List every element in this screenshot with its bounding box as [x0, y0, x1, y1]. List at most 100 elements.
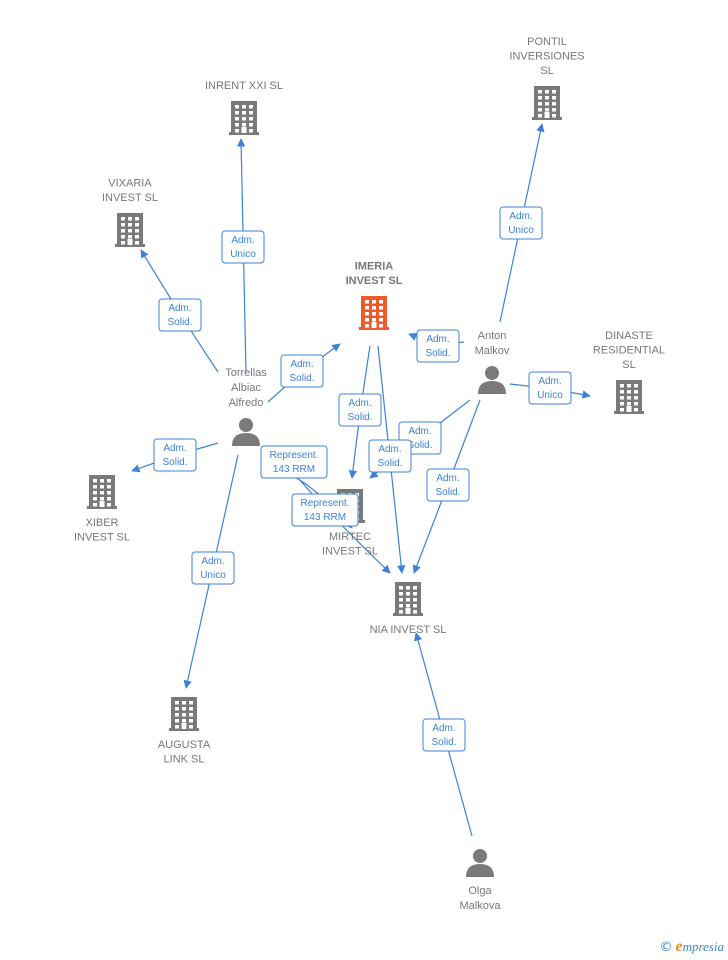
- building-window: [128, 217, 132, 221]
- node-label-pontil: PONTIL: [527, 36, 567, 48]
- building-icon: [115, 213, 145, 247]
- building-window: [182, 701, 186, 705]
- node-label-mirtec: INVEST SL: [322, 546, 378, 558]
- building-door: [181, 723, 187, 729]
- edge-label-box: [291, 493, 359, 527]
- building-window: [634, 384, 638, 388]
- building-window: [538, 114, 542, 118]
- building-window: [627, 396, 631, 400]
- building-window: [379, 306, 383, 310]
- node-label-dinaste: RESIDENTIAL: [593, 345, 665, 357]
- building-window: [175, 725, 179, 729]
- node-label-xiber: INVEST SL: [74, 532, 130, 544]
- edge-label-box: [416, 329, 460, 363]
- building-door: [405, 608, 411, 614]
- edge-label-anton-imeria[interactable]: Adm.Solid.: [416, 329, 460, 363]
- edge-label-anton-dinaste[interactable]: Adm.Unico: [528, 371, 572, 405]
- building-window: [182, 719, 186, 723]
- building-window: [242, 123, 246, 127]
- edge-label-box: [191, 551, 235, 585]
- building-window: [399, 586, 403, 590]
- building-window: [93, 497, 97, 501]
- copyright-icon: ©: [659, 940, 673, 955]
- edge-label-torrellas-xiber[interactable]: Adm.Solid.: [153, 438, 197, 472]
- building-window: [379, 300, 383, 304]
- empresia-logo[interactable]: ©empresia: [659, 938, 724, 956]
- person-icon: [466, 849, 494, 877]
- edge-label-text: Solid.: [431, 737, 456, 748]
- building-window: [135, 235, 139, 239]
- building-window: [175, 719, 179, 723]
- edge-label-torrellas-mirtec[interactable]: Represent.143 RRM: [260, 445, 328, 479]
- building-window: [634, 396, 638, 400]
- building-window: [135, 229, 139, 233]
- edge-label-text: Represent.: [301, 498, 350, 509]
- building-door: [241, 127, 247, 133]
- building-window: [372, 300, 376, 304]
- edge-label-box: [338, 393, 382, 427]
- building-window: [189, 719, 193, 723]
- building-window: [189, 725, 193, 729]
- edge-label-text: Solid.: [377, 458, 402, 469]
- building-door: [127, 239, 133, 245]
- building-window: [372, 318, 376, 322]
- edge-label-torrellas-vixaria[interactable]: Adm.Solid.: [158, 298, 202, 332]
- edge-label-box: [221, 230, 265, 264]
- edge-label-anton-pontil[interactable]: Adm.Unico: [499, 206, 543, 240]
- building-window: [128, 235, 132, 239]
- edge-label-imeria-mirtec[interactable]: Adm.Solid.: [338, 393, 382, 427]
- edge-label-torrellas-inrent[interactable]: Adm.Unico: [221, 230, 265, 264]
- edge-label-box: [280, 354, 324, 388]
- edge-label-box: [260, 445, 328, 479]
- building-window: [406, 586, 410, 590]
- building-window: [379, 324, 383, 328]
- building-window: [365, 300, 369, 304]
- building-window: [620, 402, 624, 406]
- building-window: [379, 318, 383, 322]
- edge-label-torrellas-nia[interactable]: Represent.143 RRM: [291, 493, 359, 527]
- building-icon: [169, 697, 199, 731]
- edge-label-olga-nia[interactable]: Adm.Solid.: [422, 718, 466, 752]
- node-label-pontil: SL: [540, 65, 553, 77]
- building-icon: [87, 475, 117, 509]
- building-window: [538, 90, 542, 94]
- edge-label-imeria-nia[interactable]: Adm.Solid.: [368, 439, 412, 473]
- person-body: [466, 864, 494, 877]
- node-nia[interactable]: NIA INVEST SL: [370, 582, 447, 636]
- node-inrent[interactable]: INRENT XXI SL: [205, 80, 283, 135]
- building-window: [107, 479, 111, 483]
- edge-label-text: Adm.: [290, 359, 313, 370]
- building-window: [406, 598, 410, 602]
- edge-label-text: Unico: [230, 249, 256, 260]
- building-window: [135, 223, 139, 227]
- edge-label-box: [153, 438, 197, 472]
- brand-text: mpresia: [682, 939, 724, 954]
- building-base: [393, 613, 423, 616]
- building-window: [107, 491, 111, 495]
- brand-e: e: [675, 938, 683, 955]
- edge-label-torrellas-augusta[interactable]: Adm.Unico: [191, 551, 235, 585]
- edge-label-torrellas-imeria[interactable]: Adm.Solid.: [280, 354, 324, 388]
- edge-label-anton-nia[interactable]: Adm.Solid.: [426, 468, 470, 502]
- building-window: [242, 105, 246, 109]
- building-window: [235, 123, 239, 127]
- node-label-imeria: IMERIA: [355, 261, 394, 273]
- building-window: [249, 105, 253, 109]
- building-window: [107, 503, 111, 507]
- building-window: [379, 312, 383, 316]
- building-window: [100, 479, 104, 483]
- node-label-olga: Olga: [468, 885, 492, 897]
- building-window: [135, 241, 139, 245]
- building-window: [121, 223, 125, 227]
- building-window: [552, 114, 556, 118]
- building-window: [399, 598, 403, 602]
